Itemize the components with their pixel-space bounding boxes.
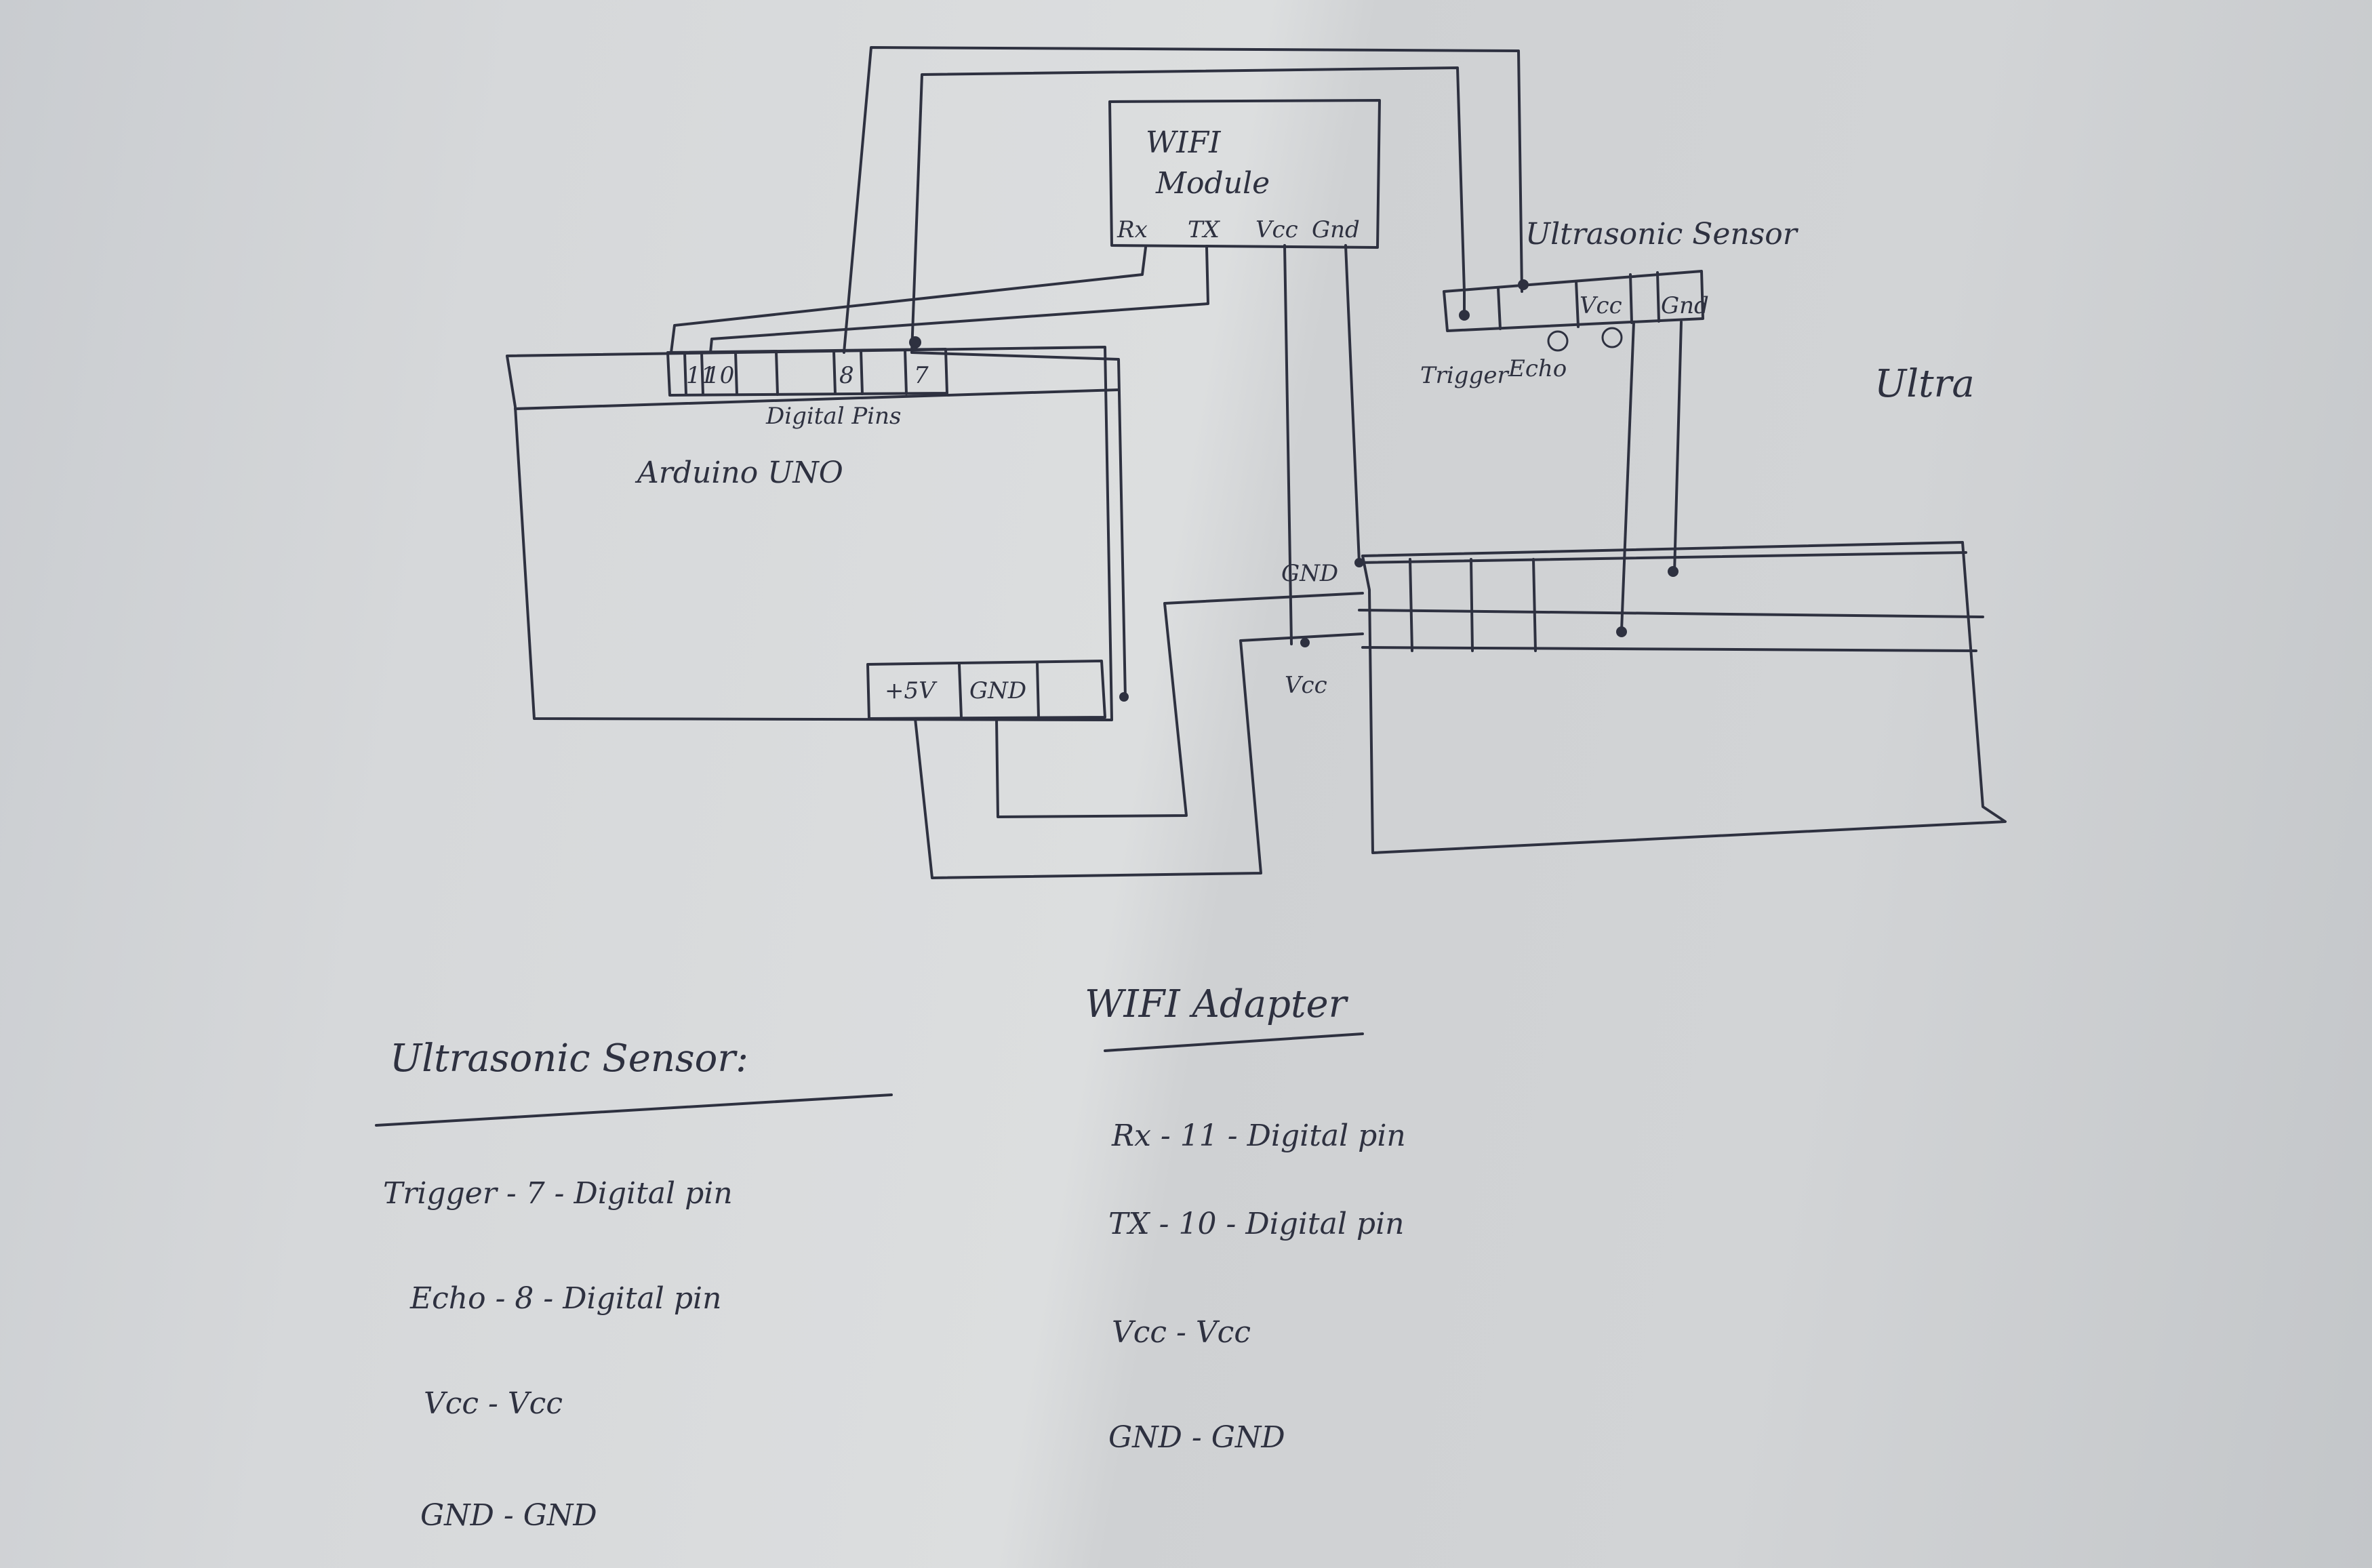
wires xyxy=(670,46,1683,879)
arduino-header-line xyxy=(514,388,1120,410)
wire-wifi-vcc xyxy=(1283,244,1293,645)
wifi-outline xyxy=(1108,99,1381,249)
stray-note: Ultra xyxy=(1874,362,1975,406)
wifi-title-line1: WIFI xyxy=(1146,125,1222,160)
wifi-pin-tx: TX xyxy=(1188,216,1221,243)
ultrasonic-header xyxy=(1443,270,1704,332)
legend-wifi-line-3: Vcc - Vcc xyxy=(1112,1315,1251,1350)
wire-5v-vcc xyxy=(914,632,1364,879)
legend-ultrasonic-heading: Ultrasonic Sensor: xyxy=(390,1037,748,1081)
wire-wifi-gnd xyxy=(1344,244,1361,564)
ultrasonic-pin-trigger: Trigger xyxy=(1420,362,1509,389)
wire-tx-pin10 xyxy=(709,246,1209,354)
wire-us-gnd xyxy=(1673,321,1683,574)
wire-trigger-pin7 xyxy=(910,66,1466,354)
legend-wifi-heading: WIFI Adapter xyxy=(1085,982,1349,1026)
digital-pins-label: Digital Pins xyxy=(765,403,901,430)
breadboard-outline xyxy=(1361,541,2007,854)
ultrasonic-sensor: Ultrasonic Sensor Trigger Echo Vcc Gnd xyxy=(1420,217,1799,389)
legend-ultrasonic-line-1: Trigger - 7 - Digital pin xyxy=(383,1176,733,1211)
legend-ultrasonic-line-4: GND - GND xyxy=(420,1498,597,1533)
wire-us-vcc xyxy=(1620,321,1635,632)
pin-label-8: 8 xyxy=(839,362,854,389)
legend-wifi: WIFI Adapter Rx - 11 - Digital pin TX - … xyxy=(1085,982,1406,1455)
pin-label-5v: +5V xyxy=(885,677,938,704)
legend-wifi-underline xyxy=(1104,1032,1364,1052)
pin-label-gnd: GND xyxy=(969,677,1026,704)
legend-ultrasonic-line-3: Vcc - Vcc xyxy=(424,1386,563,1421)
wifi-pin-vcc: Vcc xyxy=(1255,216,1298,243)
breadboard-rail-3 xyxy=(1361,646,1977,652)
breadboard: GND Vcc xyxy=(1281,541,2007,854)
arduino-board: 11 10 8 7 Digital Pins Arduino UNO +5V G… xyxy=(506,346,1120,721)
ultrasonic-title: Ultrasonic Sensor xyxy=(1525,217,1799,252)
wire-pin7-trace xyxy=(910,351,1127,700)
wire-echo-pin8 xyxy=(843,46,1523,354)
digital-header xyxy=(666,348,948,397)
legend-ultrasonic-line-2: Echo - 8 - Digital pin xyxy=(409,1281,721,1316)
arduino-title: Arduino UNO xyxy=(635,456,843,490)
legend-ultrasonic-underline xyxy=(375,1093,893,1127)
wifi-title-line2: Module xyxy=(1155,166,1270,201)
arduino-outline xyxy=(506,346,1113,721)
pin-label-10: 10 xyxy=(705,362,734,389)
pin-label-11: 11 xyxy=(686,362,715,389)
ultrasonic-pin-echo: Echo xyxy=(1508,355,1567,382)
legend-wifi-line-2: TX - 10 - Digital pin xyxy=(1108,1207,1404,1241)
breadboard-rail-1 xyxy=(1358,551,1967,564)
pin-label-7: 7 xyxy=(914,362,929,389)
wifi-pin-rx: Rx xyxy=(1117,216,1148,243)
wifi-pin-gnd: Gnd xyxy=(1312,216,1360,243)
legend-wifi-line-4: GND - GND xyxy=(1108,1420,1285,1455)
breadboard-vcc-label: Vcc xyxy=(1285,672,1327,699)
legend-ultrasonic: Ultrasonic Sensor: Trigger - 7 - Digital… xyxy=(375,1037,893,1533)
legend-wifi-line-1: Rx - 11 - Digital pin xyxy=(1111,1119,1406,1153)
vcc-pin-circle xyxy=(1601,327,1623,348)
wire-gnd-gnd xyxy=(995,592,1364,818)
echo-pin-circle xyxy=(1547,330,1569,352)
wifi-module: WIFI Module Rx TX Vcc Gnd xyxy=(1108,99,1381,249)
ultrasonic-pin-gnd: Gnd xyxy=(1661,292,1709,319)
wire-rx-pin11 xyxy=(670,246,1147,354)
breadboard-rail-2 xyxy=(1358,609,1984,618)
ultrasonic-pin-vcc: Vcc xyxy=(1580,292,1622,319)
power-header xyxy=(866,660,1106,720)
